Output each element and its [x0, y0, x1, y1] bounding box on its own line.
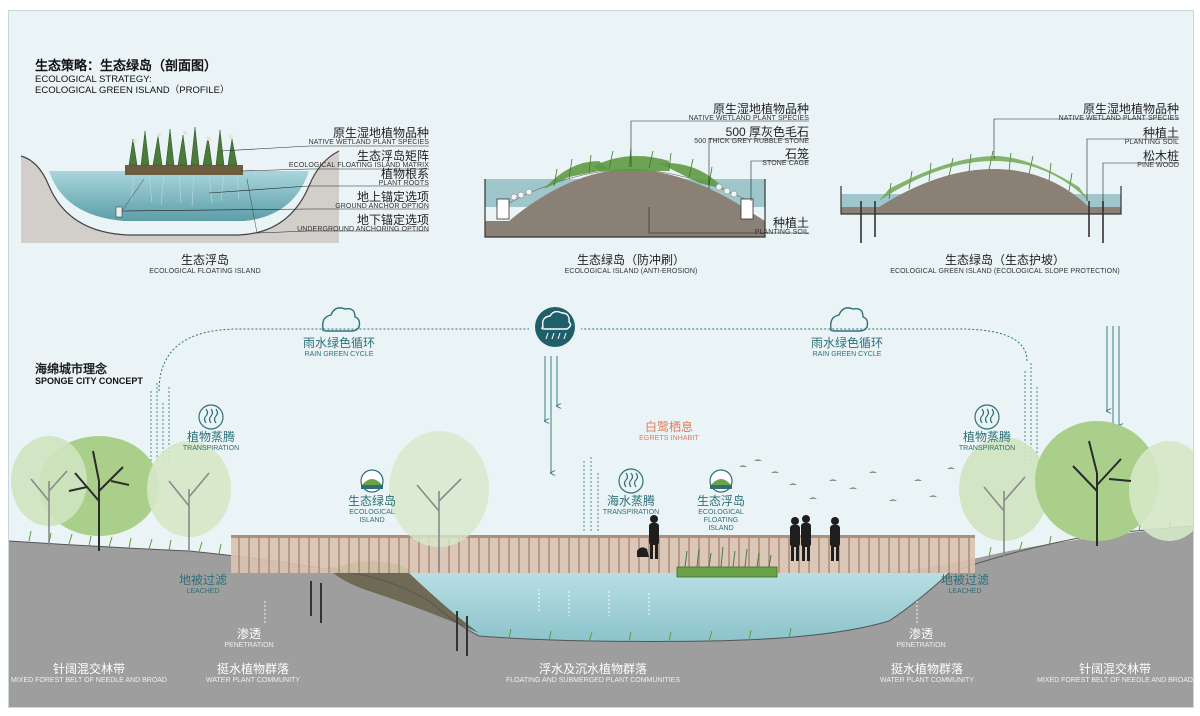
- page-subtitle-2: ECOLOGICAL GREEN ISLAND（PROFILE）: [35, 85, 230, 96]
- p1-caption-en: ECOLOGICAL FLOATING ISLAND: [149, 268, 261, 275]
- bottom-label-2: 挺水植物群落: [216, 662, 290, 676]
- p3-label-soil: 种植土: [1142, 126, 1179, 140]
- bottom-label-3-en: FLOATING AND SUBMERGED PLANT COMMUNITIES: [506, 677, 680, 684]
- p1-label-ground-anchor: 地上锚定选项: [356, 190, 429, 204]
- bottom-label-1-en: MIXED FOREST BELT OF NEEDLE AND BROAD: [11, 677, 167, 684]
- egrets-label-en: EGRETS INHABIT: [639, 435, 699, 442]
- p2-label-cage-en: STONE CAGE: [762, 160, 809, 167]
- island-floating-en-3: ISLAND: [708, 525, 734, 532]
- island-floating-en-1: ECOLOGICAL: [698, 509, 744, 516]
- slope-protection-island-section: [840, 118, 1179, 243]
- p1-label-underground-anchor-en: UNDERGROUND ANCHORING OPTION: [297, 226, 429, 233]
- p1-label-plants-en: NATIVE WETLAND PLANT SPECIES: [308, 139, 429, 146]
- rain-cloud-icon: [535, 307, 575, 347]
- bottom-label-2-en: WATER PLANT COMMUNITY: [206, 677, 300, 684]
- bottom-label-4: 挺水植物群落: [890, 662, 964, 676]
- bottom-label-3: 浮水及沉水植物群落: [538, 662, 648, 676]
- egrets-label: 白鹭栖息: [644, 420, 694, 434]
- rain-cycle-right: 雨水绿色循环: [810, 336, 884, 350]
- penetration-left-en: PENETRATION: [224, 642, 274, 649]
- p2-label-cage: 石笼: [784, 147, 809, 161]
- p3-label-pine: 松木桩: [1142, 149, 1179, 163]
- transpiration-right-en: TRANSPIRATION: [958, 445, 1016, 452]
- p1-label-plants: 原生湿地植物品种: [332, 126, 429, 140]
- evaporation-arrows: [150, 361, 1038, 531]
- island-floating-label: 生态浮岛: [696, 494, 746, 508]
- p2-label-soil-en: PLANTING SOIL: [754, 229, 809, 236]
- bottom-label-4-en: WATER PLANT COMMUNITY: [880, 677, 974, 684]
- cloud-icon-left: [321, 307, 361, 332]
- leached-right-en: LEACHED: [948, 588, 982, 595]
- sea-transpiration: 海水蒸腾: [606, 494, 656, 508]
- leached-left: 地被过滤: [178, 573, 228, 587]
- bottom-label-5-en: MIXED FOREST BELT OF NEEDLE AND BROAD: [1037, 677, 1193, 684]
- p1-caption: 生态浮岛: [180, 253, 230, 267]
- rain-cycle-arrows: [158, 328, 1028, 392]
- floating-island-main: [676, 546, 778, 578]
- rain-cycle-right-en: RAIN GREEN CYCLE: [812, 351, 882, 358]
- p3-label-soil-en: PLANTING SOIL: [1124, 139, 1179, 146]
- cloud-icon-right: [829, 307, 869, 332]
- p3-label-plants-en: NATIVE WETLAND PLANT SPECIES: [1058, 115, 1179, 122]
- steam-icon-right: [974, 404, 1000, 430]
- p2-label-rubble: 500 厚灰色毛石: [725, 125, 809, 139]
- p2-label-rubble-en: 500 THICK GREY RUBBLE STONE: [694, 138, 809, 145]
- transpiration-left-en: TRANSPIRATION: [182, 445, 240, 452]
- steam-icon-sea: [618, 468, 644, 494]
- diagram-frame: 生态策略：生态绿岛（剖面图） ECOLOGICAL STRATEGY: ECOL…: [8, 10, 1194, 708]
- p3-label-pine-en: PINE WOOD: [1137, 162, 1179, 169]
- p2-caption: 生态绿岛（防冲刷）: [576, 253, 686, 267]
- trees: [11, 421, 1193, 571]
- p3-caption: 生态绿岛（生态护坡）: [944, 253, 1066, 267]
- sponge-title-en: SPONGE CITY CONCEPT: [35, 376, 143, 386]
- leached-right: 地被过滤: [940, 573, 990, 587]
- penetration-right: 渗透: [908, 627, 934, 641]
- island-icon-left: [360, 469, 384, 493]
- p1-label-roots: 植物根系: [380, 167, 429, 181]
- island-left-en-1: ECOLOGICAL: [349, 509, 395, 516]
- p1-label-underground-anchor: 地下锚定选项: [356, 213, 429, 227]
- rain-cycle-left: 雨水绿色循环: [302, 336, 376, 350]
- transpiration-right: 植物蒸腾: [962, 430, 1012, 444]
- p1-label-ground-anchor-en: GROUND ANCHOR OPTION: [335, 203, 429, 210]
- bottom-label-5: 针阔混交林带: [1078, 662, 1152, 676]
- transpiration-left: 植物蒸腾: [186, 430, 236, 444]
- page-subtitle-1: ECOLOGICAL STRATEGY:: [35, 74, 152, 85]
- p2-label-plants: 原生湿地植物品种: [712, 102, 809, 116]
- sea-transpiration-en: TRANSPIRATION: [602, 509, 660, 516]
- p1-label-matrix-en: ECOLOGICAL FLOATING ISLAND MATRIX: [288, 162, 429, 169]
- p1-label-matrix: 生态浮岛矩阵: [356, 149, 429, 163]
- p2-caption-en: ECOLOGICAL ISLAND (ANTI-EROSION): [564, 268, 698, 275]
- island-floating-en-2: FLOATING: [703, 517, 739, 524]
- island-left-en-2: ISLAND: [359, 517, 385, 524]
- people-silhouettes: [637, 515, 840, 561]
- rain-cycle-left-en: RAIN GREEN CYCLE: [304, 351, 374, 358]
- p3-caption-en: ECOLOGICAL GREEN ISLAND (ECOLOGICAL SLOP…: [890, 268, 1120, 275]
- p2-label-plants-en: NATIVE WETLAND PLANT SPECIES: [688, 115, 809, 122]
- page-title: 生态策略：生态绿岛（剖面图）: [35, 58, 218, 73]
- p3-label-plants: 原生湿地植物品种: [1082, 102, 1179, 116]
- sponge-title: 海绵城市理念: [35, 362, 108, 376]
- penetration-right-en: PENETRATION: [896, 642, 946, 649]
- birds: [739, 459, 955, 501]
- bottom-label-1: 针阔混交林带: [52, 662, 126, 676]
- island-left-label: 生态绿岛: [347, 494, 397, 508]
- penetration-left: 渗透: [236, 627, 262, 641]
- island-icon-floating: [709, 469, 733, 493]
- p1-label-roots-en: PLANT ROOTS: [378, 180, 429, 187]
- leached-left-en: LEACHED: [186, 588, 220, 595]
- anti-erosion-island-section: [484, 120, 809, 238]
- boardwalk: [231, 535, 975, 573]
- floating-island-section: [20, 126, 429, 243]
- steam-icon-left: [198, 404, 224, 430]
- diagram-canvas: [9, 118, 1193, 707]
- p2-label-soil: 种植土: [772, 216, 809, 230]
- rain-arrows: [545, 326, 1119, 473]
